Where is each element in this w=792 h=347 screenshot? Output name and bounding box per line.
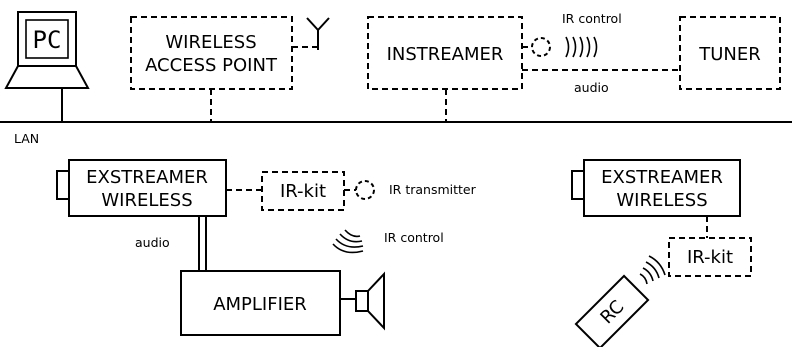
tuner: TUNER (679, 16, 781, 90)
exstreamer-right: EXSTREAMER WIRELESS (571, 159, 741, 217)
ir-control-waves-icon (332, 229, 364, 254)
wap-label-line2: ACCESS POINT (145, 55, 278, 76)
pc-label: PC (33, 26, 62, 54)
ir-kit-right-label: IR-kit (687, 247, 733, 268)
audio-top-label: audio (574, 80, 609, 95)
ir-transmitter-icon (355, 180, 375, 200)
exstreamer-left-line1: EXSTREAMER (86, 167, 208, 188)
ir-waves-icon (565, 36, 598, 58)
ir-kit-left: IR-kit (261, 171, 345, 211)
ir-control-bottom-label: IR control (384, 230, 444, 245)
audio-left-label: audio (135, 235, 170, 250)
amplifier: AMPLIFIER (180, 270, 341, 336)
instreamer: INSTREAMER (367, 16, 523, 90)
wireless-access-point: WIRELESS ACCESS POINT (130, 16, 293, 90)
exstreamer-right-line2: WIRELESS (616, 190, 707, 211)
lan-label: LAN (14, 131, 39, 146)
remote-control-icon: RC (574, 274, 650, 347)
pc-icon: PC (4, 11, 90, 89)
speaker-icon (355, 271, 385, 331)
instreamer-label: INSTREAMER (387, 44, 504, 65)
exstreamer-right-line1: EXSTREAMER (601, 167, 723, 188)
ir-control-top-label: IR control (562, 11, 622, 26)
tuner-label: TUNER (698, 44, 761, 65)
ir-transmitter-label: IR transmitter (389, 182, 477, 197)
ir-kit-right: IR-kit (668, 237, 752, 277)
antenna-icon (292, 17, 330, 50)
rc-ir-waves-icon (639, 255, 666, 285)
ir-kit-left-label: IR-kit (280, 181, 326, 202)
wap-label-line1: WIRELESS (165, 32, 256, 53)
exstreamer-left-line2: WIRELESS (101, 190, 192, 211)
amplifier-label: AMPLIFIER (213, 294, 307, 315)
exstreamer-left: EXSTREAMER WIRELESS (56, 159, 227, 217)
ir-sensor-icon (531, 37, 551, 57)
